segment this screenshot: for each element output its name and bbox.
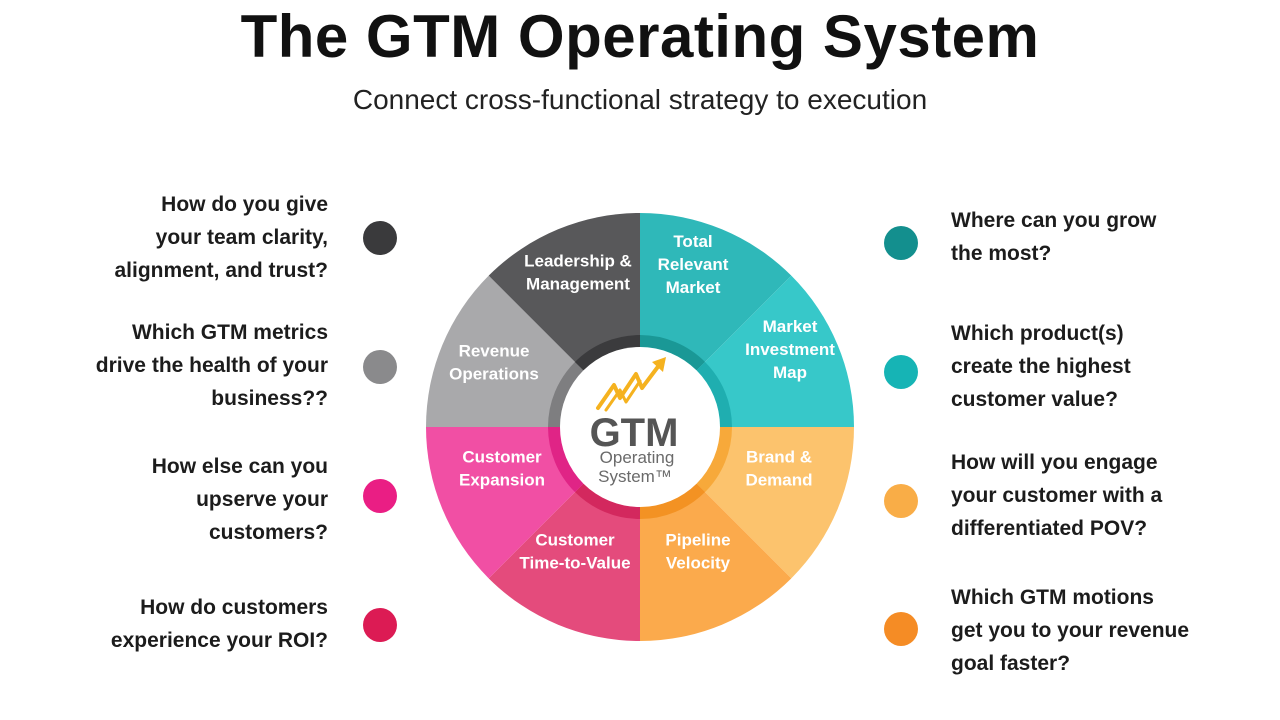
center-logo-operating: Operating	[600, 448, 675, 467]
question-engage-pov: How will you engage your customer with a…	[951, 451, 1163, 540]
question-gtm-metrics: Which GTM metrics drive the health of yo…	[95, 321, 328, 410]
center-logo-system: System™	[598, 467, 672, 486]
question-dot-mid-gray	[363, 350, 397, 384]
segment-label-leadership-management: Leadership &Management	[524, 252, 632, 294]
question-dot-pink	[363, 479, 397, 513]
growth-arrow-icon	[596, 357, 666, 412]
inner-ring-leadership-management	[574, 335, 640, 371]
segment-label-brand-demand: Brand &Demand	[745, 448, 812, 490]
wheel-center: GTM Operating System™	[560, 347, 720, 507]
question-team-clarity: How do you give your team clarity, align…	[114, 193, 328, 282]
question-upserve: How else can you upserve your customers?	[151, 455, 328, 544]
question-dot-orange	[884, 612, 918, 646]
question-dot-teal	[884, 355, 918, 389]
inner-ring-customer-time-to-value	[574, 483, 640, 519]
page-title: The GTM Operating System	[240, 3, 1040, 70]
inner-ring-pipeline-velocity	[640, 483, 706, 519]
question-product-value: Which product(s) create the highest cust…	[951, 322, 1131, 411]
question-grow: Where can you grow the most?	[951, 209, 1157, 265]
question-gtm-motions: Which GTM motions get you to your revenu…	[951, 586, 1190, 675]
inner-ring-brand-demand	[696, 427, 732, 493]
inner-ring-revenue-operations	[548, 361, 584, 427]
question-dot-crimson	[363, 608, 397, 642]
inner-ring-customer-expansion	[548, 427, 584, 493]
inner-ring-total-relevant-market	[640, 335, 706, 371]
center-circle	[560, 347, 720, 507]
question-roi: How do customers experience your ROI?	[110, 596, 328, 652]
question-dot-dark-gray	[363, 221, 397, 255]
question-dot-light-orange	[884, 484, 918, 518]
inner-ring-market-investment-map	[696, 361, 732, 427]
question-dot-dark-teal	[884, 226, 918, 260]
page-subtitle: Connect cross-functional strategy to exe…	[352, 84, 928, 115]
center-logo-gtm: GTM	[590, 411, 679, 455]
